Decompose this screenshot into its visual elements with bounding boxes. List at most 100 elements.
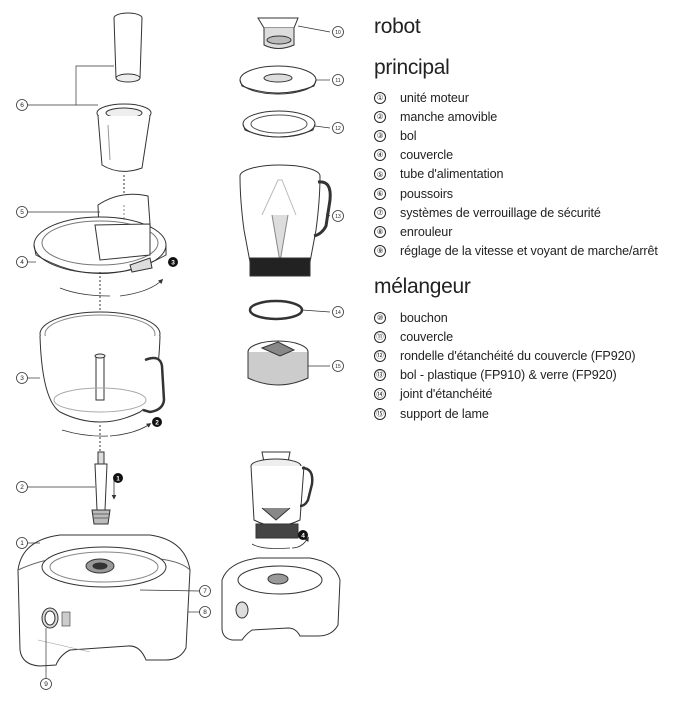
leader-lines	[26, 25, 331, 680]
item-number: ⑬	[374, 369, 386, 382]
callout-circle	[199, 585, 211, 597]
callout-circle	[16, 206, 28, 218]
blade-unit	[247, 340, 309, 386]
item-number: ⑥	[374, 187, 386, 200]
callout-number: 10	[335, 30, 341, 36]
bowl	[39, 311, 166, 423]
item-label: enrouleur	[400, 224, 453, 239]
item-label: poussoirs	[400, 186, 453, 201]
item-label: bol	[400, 128, 417, 143]
item-number: ⑧	[374, 225, 386, 238]
callout-number: 15	[335, 364, 341, 370]
callout-number: 13	[335, 214, 341, 220]
heading-melangeur: mélangeur	[374, 275, 471, 298]
callout-number: 4	[20, 259, 24, 266]
item-number: ②	[374, 110, 386, 123]
heading-robot: robot	[374, 15, 421, 38]
list-item: ④ couvercle	[374, 146, 696, 165]
callout-number: 7	[203, 588, 207, 595]
blender-assembled	[221, 451, 341, 641]
list-item: ⑧ enrouleur	[374, 222, 696, 241]
callout-number: 9	[44, 681, 48, 688]
item-label: tube d'alimentation	[400, 167, 504, 182]
item-label: joint d'étanchéité	[400, 387, 493, 402]
list-item: ③ bol	[374, 126, 696, 145]
list-item: ⑦ systèmes de verrouillage de sécurité	[374, 203, 696, 222]
step-badge-number: 4	[301, 532, 305, 539]
callout-circle	[16, 372, 28, 384]
step-badge	[113, 473, 123, 483]
item-label: couvercle	[400, 329, 453, 344]
item-number: ⑭	[374, 388, 386, 401]
item-label: bol - plastique (FP910) & verre (FP920)	[400, 368, 617, 383]
callout-circle	[332, 210, 344, 222]
callout-number: 8	[203, 609, 207, 616]
item-number: ⑮	[374, 407, 386, 420]
step-badge-number: 2	[155, 419, 159, 426]
item-number: ①	[374, 91, 386, 104]
callout-circle	[332, 306, 344, 318]
item-number: ④	[374, 149, 386, 162]
callout-circle	[332, 122, 344, 134]
item-number: ⑤	[374, 168, 386, 181]
callout-circle	[16, 256, 28, 268]
callout-number: 2	[20, 484, 24, 491]
list-item: ① unité moteur	[374, 88, 696, 107]
item-label: couvercle	[400, 148, 453, 163]
heading-principal: principal	[374, 56, 450, 79]
step-badge	[168, 257, 178, 267]
callout-number: 5	[20, 209, 24, 216]
callout-number: 11	[335, 78, 340, 84]
callout-circle	[40, 678, 52, 690]
item-number: ⑨	[374, 245, 386, 258]
list-item: ⑮ support de lame	[374, 404, 696, 423]
item-number: ③	[374, 129, 386, 142]
item-label: systèmes de verrouillage de sécurité	[400, 205, 601, 220]
callout-circle	[332, 360, 344, 372]
blender-cap	[257, 17, 299, 49]
list-item: ⑬ bol - plastique (FP910) & verre (FP920)	[374, 366, 696, 385]
callout-number: 14	[335, 310, 341, 316]
callout-circle	[199, 606, 211, 618]
pusher-large	[96, 103, 152, 172]
item-number: ⑩	[374, 311, 386, 324]
callout-number: 12	[335, 126, 341, 132]
blender-lid	[239, 65, 317, 95]
blender-lid-seal	[242, 110, 316, 138]
list-item: ⑭ joint d'étanchéité	[374, 385, 696, 404]
callout-number: 3	[20, 375, 24, 382]
step-badge-number: 3	[171, 259, 175, 266]
lid	[33, 216, 167, 274]
item-label: unité moteur	[400, 90, 469, 105]
item-number: ⑦	[374, 206, 386, 219]
callout-circle	[332, 26, 344, 38]
step-badge	[298, 530, 308, 540]
list-item: ⑤ tube d'alimentation	[374, 165, 696, 184]
callout-circle	[16, 537, 28, 549]
item-number: ⑪	[374, 330, 386, 343]
callout-number: 1	[20, 540, 24, 547]
blender-jar	[239, 164, 332, 277]
callout-circle	[16, 481, 28, 493]
item-label: support de lame	[400, 406, 489, 421]
detachable-drive	[91, 451, 111, 525]
blender-seal-ring	[248, 299, 304, 321]
callout-number: 6	[20, 102, 24, 109]
step-badge-number: 1	[116, 475, 120, 482]
item-label: réglage de la vitesse et voyant de march…	[400, 244, 658, 259]
list-item: ⑨ réglage de la vitesse et voyant de marc…	[374, 242, 696, 261]
list-item: ⑥ poussoirs	[374, 184, 696, 203]
step-badge	[152, 417, 162, 427]
list-item: ⑪ couvercle	[374, 327, 696, 346]
callout-circle	[332, 74, 344, 86]
item-number: ⑫	[374, 349, 386, 362]
motor-unit	[17, 534, 191, 667]
pusher-small	[113, 12, 143, 83]
callout-circle	[16, 99, 28, 111]
